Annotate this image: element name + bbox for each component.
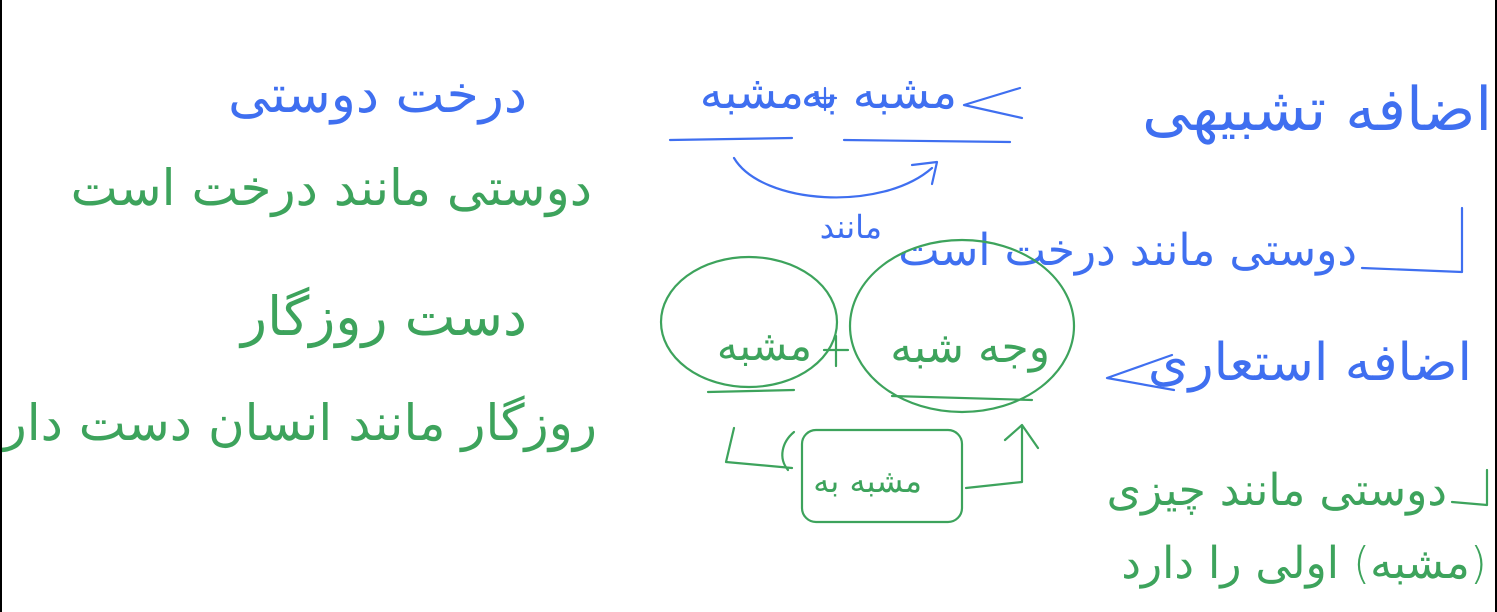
blue-underline-right <box>842 138 1012 144</box>
blue-arc-arrowhead-icon <box>910 160 939 186</box>
blue-under-arc-label: مانند <box>820 208 882 246</box>
blue-underline-left <box>668 136 794 142</box>
left-ex1-title: درخت دوستی <box>228 65 527 125</box>
blue-example-explain: دوستی مانند درخت است <box>898 225 1357 276</box>
green-box <box>800 428 964 524</box>
blue-arrow-left-icon <box>962 86 1024 120</box>
blue-l-arrow-1-icon <box>1360 206 1464 274</box>
green-bracket-icon <box>781 430 796 472</box>
blue-title-idafa-tashbihi: اضافه تشبیهی <box>1142 75 1492 145</box>
green-underline-left <box>706 388 796 394</box>
blue-formula-right: مشبه <box>700 65 804 119</box>
green-box-label: مشبه به <box>813 462 922 500</box>
blue-arrow-left-2-icon <box>1105 353 1176 392</box>
blue-plus-icon <box>812 86 838 112</box>
green-circle-left-label: مشبه <box>717 321 812 370</box>
green-up-arrow-icon <box>964 423 1040 490</box>
green-underline-right <box>890 394 1034 402</box>
green-explain-2: (مشبه) اولی را دارد <box>1121 538 1487 589</box>
green-plus-icon <box>822 334 850 368</box>
left-ex2-explain: روزگار مانند انسان دست دارد <box>2 394 597 453</box>
green-l-arrow-2-icon <box>1450 468 1489 507</box>
green-circle-right-label: وجه شبه <box>890 322 1050 373</box>
blue-formula-left: مشبه به <box>801 65 957 119</box>
green-l-arrow-icon <box>724 426 794 470</box>
blue-arc <box>732 156 934 199</box>
blue-title-idafa-estearei: اضافه استعاری <box>1148 333 1472 393</box>
left-ex2-title: دست روزگار <box>238 285 527 349</box>
green-explain-1: دوستی مانند چیزی <box>1107 465 1447 516</box>
green-circle-right <box>848 238 1076 414</box>
green-circle-left <box>659 255 839 389</box>
left-ex1-explain: دوستی مانند درخت است <box>71 159 592 218</box>
